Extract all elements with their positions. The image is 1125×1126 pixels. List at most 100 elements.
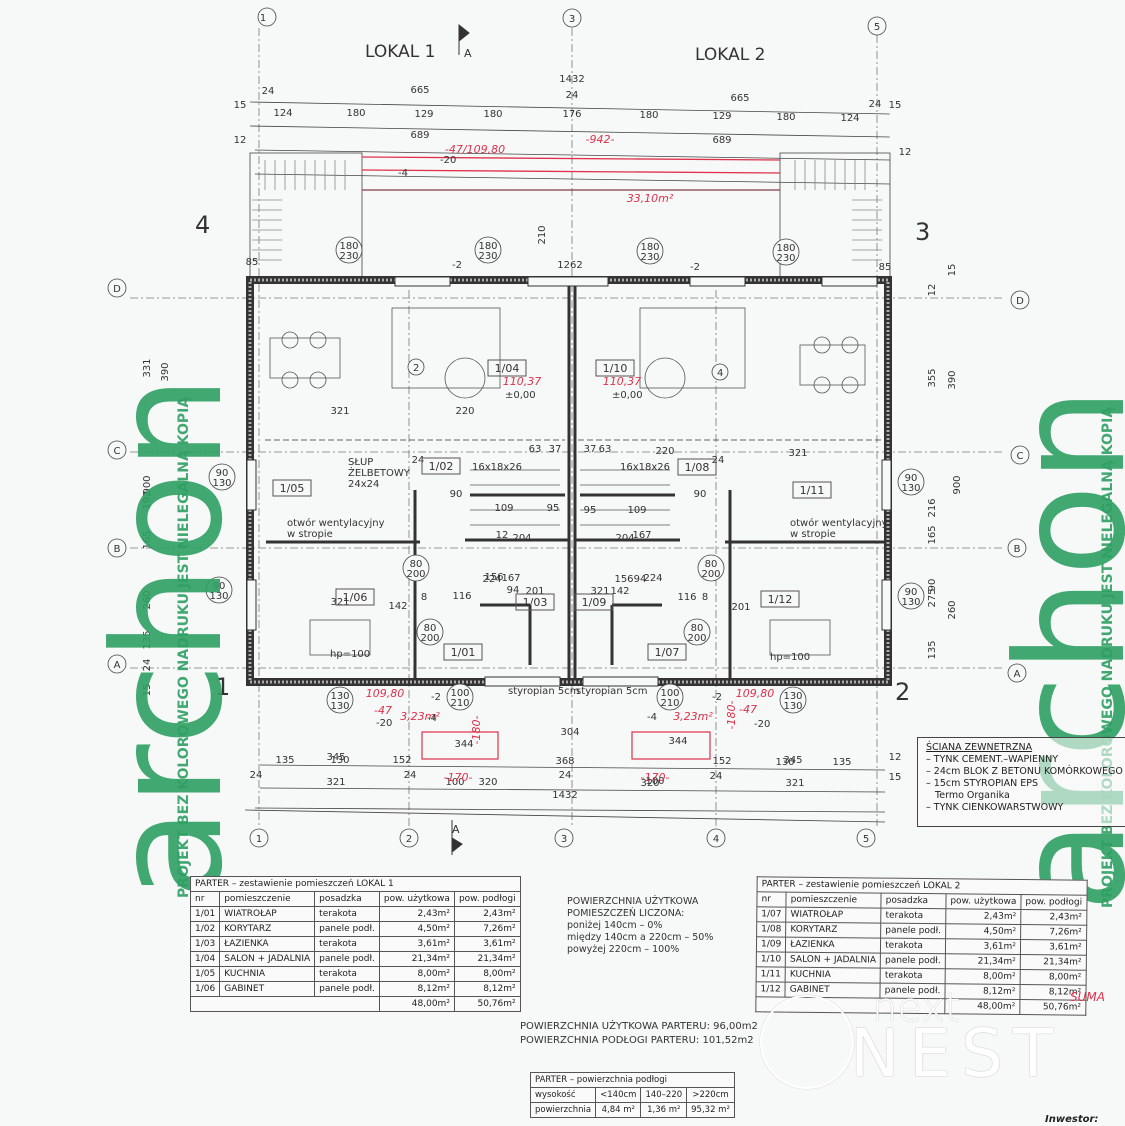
window-size-width: 80 <box>691 623 704 634</box>
room-label-box <box>647 643 687 661</box>
level-mark: -20 <box>754 719 770 730</box>
level-mark: -4 <box>647 712 657 723</box>
room-label-box <box>595 359 635 377</box>
dim-label: 1432 <box>559 74 584 85</box>
dim-label: 130 <box>330 755 349 766</box>
table-cell: 1/02 <box>189 921 221 937</box>
table-cell: terakota <box>880 938 946 954</box>
axis-label: 4 <box>713 834 719 845</box>
dim-label: 260 <box>947 600 958 619</box>
dim-label: 135 <box>142 630 153 649</box>
dim-label: 320 <box>478 777 497 788</box>
dim-label: 665 <box>410 85 429 96</box>
window-size-height: 200 <box>701 569 720 580</box>
level-mark: ±0,00 <box>612 390 643 401</box>
room-number: 1/09 <box>582 596 607 609</box>
dim-label: 124 <box>273 108 292 119</box>
red-pen-note: 110,37 <box>503 375 542 388</box>
axis-label: C <box>114 446 121 457</box>
table-cell: terakota <box>880 968 946 984</box>
room-label-box <box>443 643 483 661</box>
window-size-width: 80 <box>424 623 437 634</box>
investor-label: Inwestor: <box>1045 1114 1099 1125</box>
vent-note: otwór wentylacyjny <box>287 517 385 529</box>
table-cell: terakota <box>314 966 380 982</box>
dim-label: 689 <box>410 130 429 141</box>
dim-label: 24 <box>412 455 425 466</box>
room-label-box <box>574 593 614 611</box>
table-cell: panele podł. <box>314 981 380 997</box>
window-size-height: 130 <box>783 701 802 712</box>
window-size-height: 230 <box>640 252 659 263</box>
section-arrow-icon <box>458 23 470 55</box>
window-size-width: 130 <box>330 691 349 702</box>
window-size-height: 130 <box>209 591 228 602</box>
red-pen-note: 109,80 <box>366 687 405 700</box>
terrace-red-markup <box>361 156 781 191</box>
window-size-width: 90 <box>213 581 226 592</box>
vent-note: w stropie <box>287 529 333 540</box>
window-size-height: 130 <box>212 478 231 489</box>
room-number: 1/03 <box>523 596 548 609</box>
window-size-width: 80 <box>705 559 718 570</box>
window-size-height: 200 <box>406 569 425 580</box>
room-table-lokal-1: PARTER – zestawienie pomieszczeń LOKAL 1… <box>189 876 521 1012</box>
window-size-height: 230 <box>339 251 358 262</box>
dim-label: 90 <box>450 489 463 500</box>
dim-label: 344 <box>668 736 687 747</box>
column-header: pow. użytkowa <box>378 891 455 907</box>
table-cell: ŁAZIENKA <box>785 937 881 954</box>
room-number: 1/11 <box>800 484 825 497</box>
dim-label: 355 <box>927 368 938 387</box>
dim-label: 201 <box>731 602 750 613</box>
level-mark: -2 <box>431 692 441 703</box>
dim-label: 260 <box>142 590 153 609</box>
dim-label: 1262 <box>557 260 582 271</box>
lokal-2-heading: LOKAL 2 <box>695 45 765 65</box>
table-cell: SALON + JADALNIA <box>785 952 881 969</box>
table-cell: 1/05 <box>189 966 221 982</box>
window-size-width: 180 <box>640 242 659 253</box>
dim-label: 12 <box>234 135 247 146</box>
table-cell: terakota <box>880 908 946 924</box>
red-pen-note: 110,37 <box>603 375 642 388</box>
level-mark: -2 <box>690 262 700 273</box>
table-cell: panele podł. <box>880 953 946 969</box>
dim-label: 95 <box>547 503 560 514</box>
table-cell: 21,34m² <box>945 953 1021 970</box>
table-cell: 3,61m² <box>378 936 455 952</box>
hp-note: hp=100 <box>330 649 370 660</box>
window-size-width: 90 <box>905 587 918 598</box>
table-total: 50,76m² <box>453 996 521 1012</box>
table-cell: panele podł. <box>314 951 380 967</box>
dim-label: 8 <box>702 592 708 603</box>
wall-legend-item: – 15cm STYROPIAN EPS <box>926 778 1038 789</box>
table-title: PARTER – zestawienie pomieszczeń LOKAL 1 <box>190 876 521 892</box>
dim-label: 167 <box>632 530 651 541</box>
dim-label: 156 <box>484 572 503 583</box>
table-cell: 2,43m² <box>945 908 1021 925</box>
dim-label: 135 <box>927 640 938 659</box>
window-size-width: 100 <box>450 688 469 699</box>
stairs-note: 16x18x26 <box>472 462 522 473</box>
dim-label: 12 <box>496 530 509 541</box>
window-size-width: 100 <box>660 688 679 699</box>
table-cell: >220cm <box>686 1087 735 1103</box>
table-cell: wysokość <box>529 1087 597 1103</box>
table-cell: 4,50m² <box>378 921 455 937</box>
dim-label: 152 <box>712 756 731 767</box>
dim-label: 204 <box>512 533 531 544</box>
red-pen-note: -170- <box>641 771 670 784</box>
dim-label: 390 <box>947 370 958 389</box>
logo-next: next <box>872 985 961 1031</box>
window-size-width: 180 <box>339 241 358 252</box>
column-header: pow. podłogi <box>1020 894 1087 911</box>
dim-label: 224 <box>643 573 662 584</box>
dim-label: 180 <box>483 109 502 120</box>
red-pen-note: 3,23m² <box>673 710 713 723</box>
table-cell: 4,50m² <box>945 923 1021 940</box>
room-number: 1/01 <box>451 646 476 659</box>
table-cell: WIATROŁAP <box>219 906 316 922</box>
